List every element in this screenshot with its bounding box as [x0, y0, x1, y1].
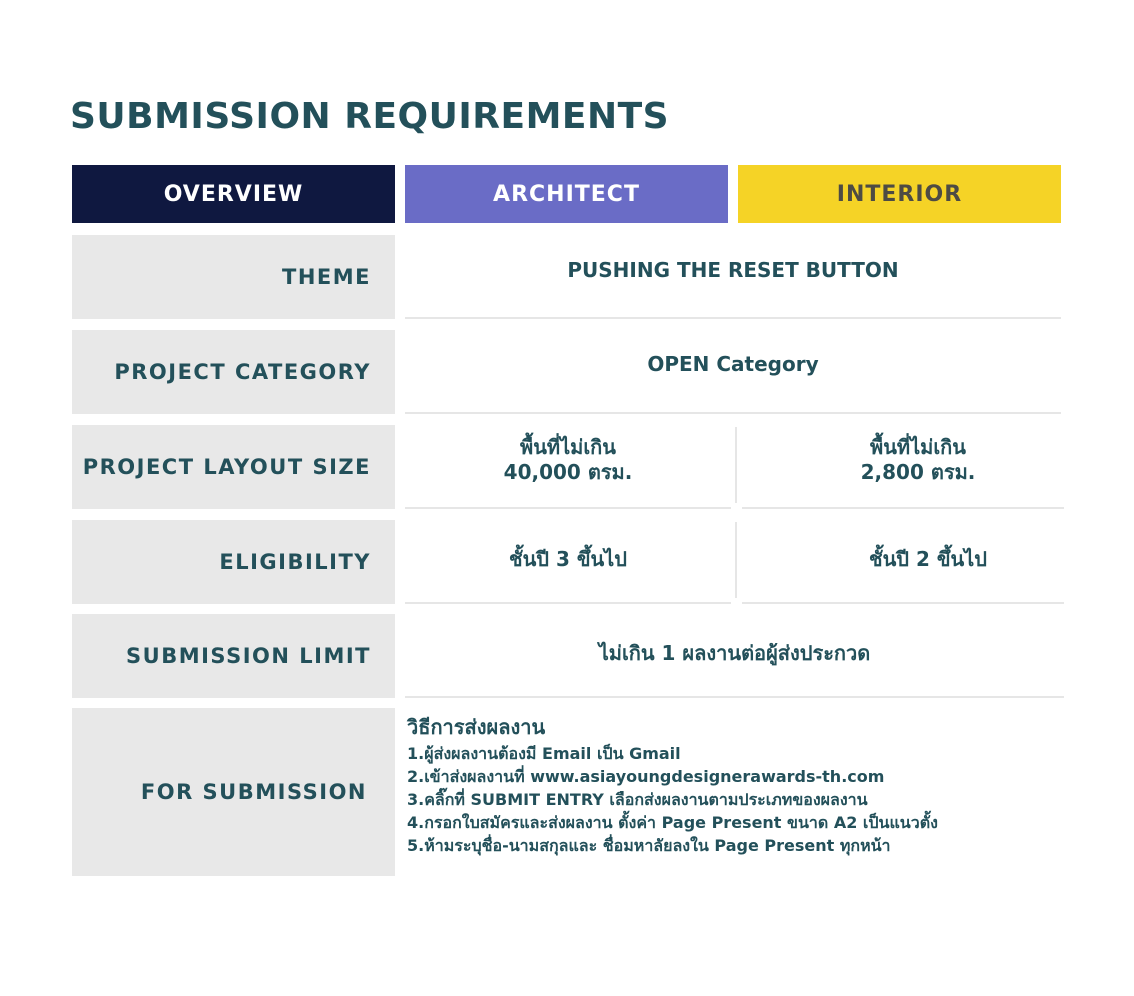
layout-size-interior-line1: พื้นที่ไม่เกิน [870, 435, 966, 459]
submission-step: 1.ผู้ส่งผลงานต้องมี Email เป็น Gmail [407, 744, 681, 763]
submission-instructions-heading: วิธีการส่งผลงาน [407, 715, 546, 739]
column-divider [735, 522, 737, 598]
submission-step: 4.กรอกใบสมัครและส่งผลงาน ตั้งค่า Page Pr… [407, 813, 938, 832]
project-category-value-text: OPEN Category [647, 351, 819, 376]
tab-interior[interactable]: INTERIOR [738, 165, 1061, 223]
project-category-value: OPEN Category [405, 330, 1061, 414]
column-divider [735, 427, 737, 503]
submission-step: 3.คลิ๊กที่ SUBMIT ENTRY เลือกส่งผลงานตาม… [407, 790, 868, 809]
submission-limit-value: ไม่เกิน 1 ผลงานต่อผู้ส่งประกวด [405, 614, 1064, 698]
eligibility-label: ELIGIBILITY [72, 520, 395, 604]
page-title: SUBMISSION REQUIREMENTS [70, 96, 670, 137]
submission-limit-value-text: ไม่เกิน 1 ผลงานต่อผู้ส่งประกวด [598, 640, 871, 665]
layout-size-architect-line2: 40,000 ตรม. [503, 460, 633, 484]
eligibility-architect-text: ชั้นปี 3 ขึ้นไป [509, 546, 627, 571]
tab-overview[interactable]: OVERVIEW [72, 165, 395, 223]
layout-size-interior-line2: 2,800 ตรม. [860, 460, 976, 484]
eligibility-architect: ชั้นปี 3 ขึ้นไป [405, 520, 731, 604]
theme-value-text: PUSHING THE RESET BUTTON [567, 257, 899, 282]
submission-limit-label: SUBMISSION LIMIT [72, 614, 395, 698]
project-layout-size-label: PROJECT LAYOUT SIZE [72, 425, 395, 509]
theme-value: PUSHING THE RESET BUTTON [405, 235, 1061, 319]
for-submission-label: FOR SUBMISSION [72, 708, 395, 876]
eligibility-interior: ชั้นปี 2 ขึ้นไป [742, 520, 1064, 604]
tab-architect[interactable]: ARCHITECT [405, 165, 728, 223]
project-layout-size-interior: พื้นที่ไม่เกิน 2,800 ตรม. [742, 425, 1064, 509]
project-category-label: PROJECT CATEGORY [72, 330, 395, 414]
submission-step: 5.ห้ามระบุชื่อ-นามสกุลและ ชื่อมหาลัยลงใน… [407, 836, 891, 855]
submission-step: 2.เข้าส่งผลงานที่ www.asiayoungdesignera… [407, 767, 885, 786]
theme-label: THEME [72, 235, 395, 319]
submission-instructions: วิธีการส่งผลงาน 1.ผู้ส่งผลงานต้องมี Emai… [407, 714, 1057, 857]
eligibility-interior-text: ชั้นปี 2 ขึ้นไป [869, 546, 987, 571]
project-layout-size-architect: พื้นที่ไม่เกิน 40,000 ตรม. [405, 425, 731, 509]
layout-size-architect-line1: พื้นที่ไม่เกิน [520, 435, 616, 459]
